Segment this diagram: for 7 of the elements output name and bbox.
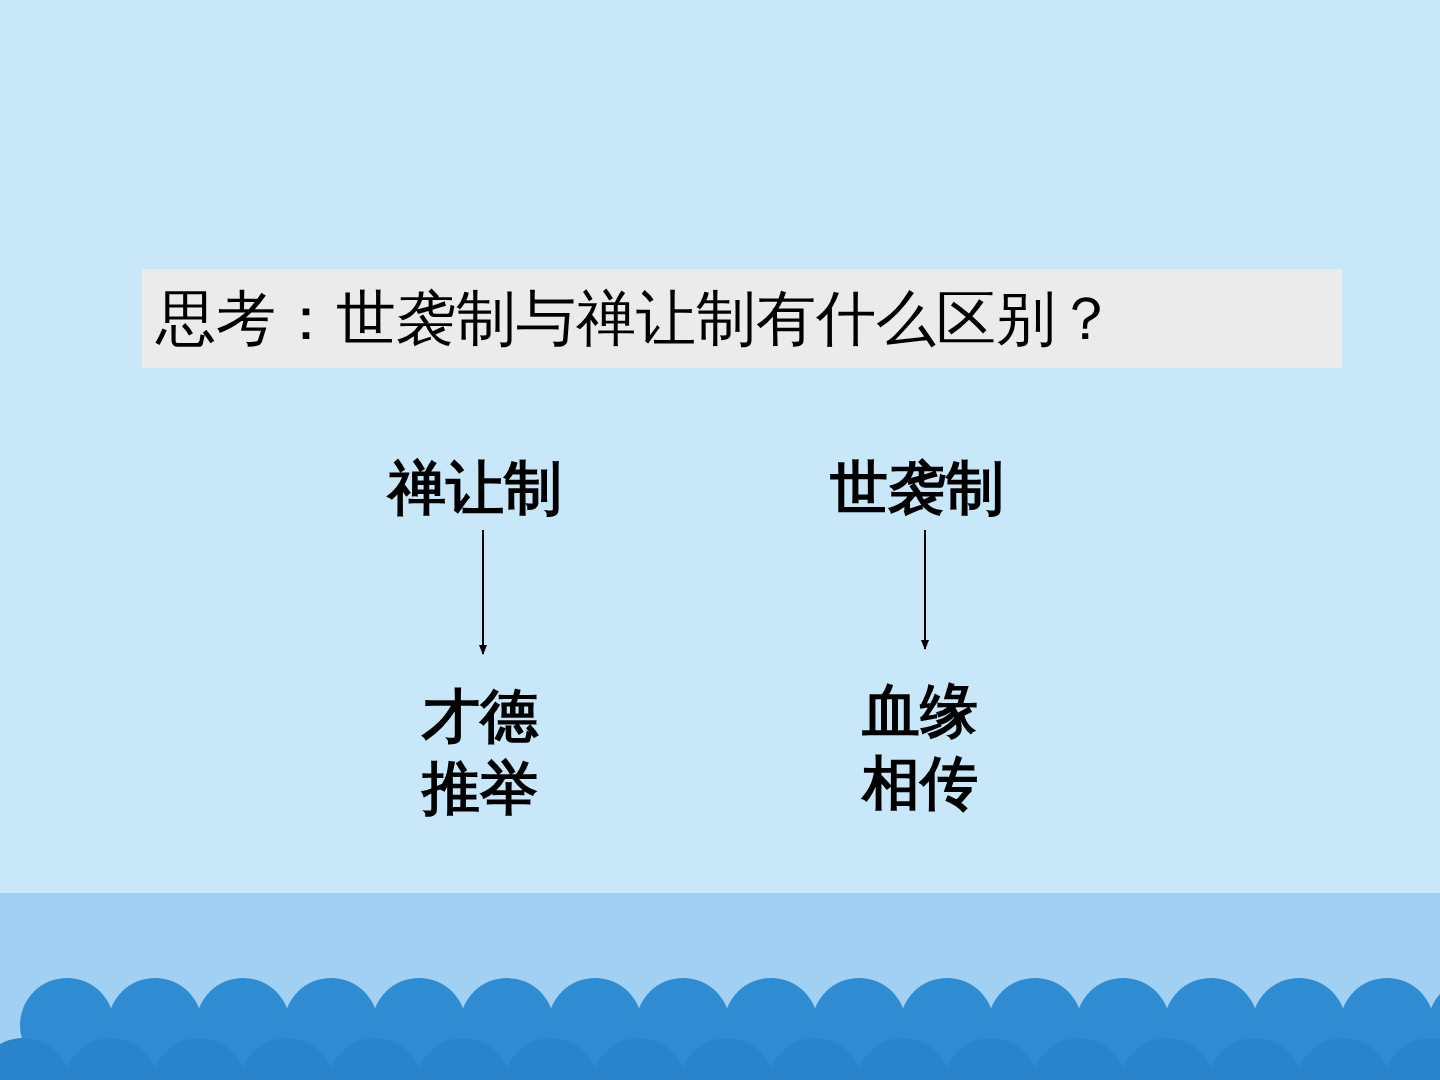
arrow — [921, 529, 929, 650]
title-banner: 思考：世袭制与禅让制有什么区别？ — [142, 269, 1342, 368]
arrow — [479, 529, 487, 655]
node-label: 禅让制 — [385, 452, 565, 524]
node-label: 世袭制 — [827, 452, 1007, 524]
node-label: 才德推举 — [418, 680, 542, 824]
node-label: 血缘相传 — [858, 675, 982, 819]
